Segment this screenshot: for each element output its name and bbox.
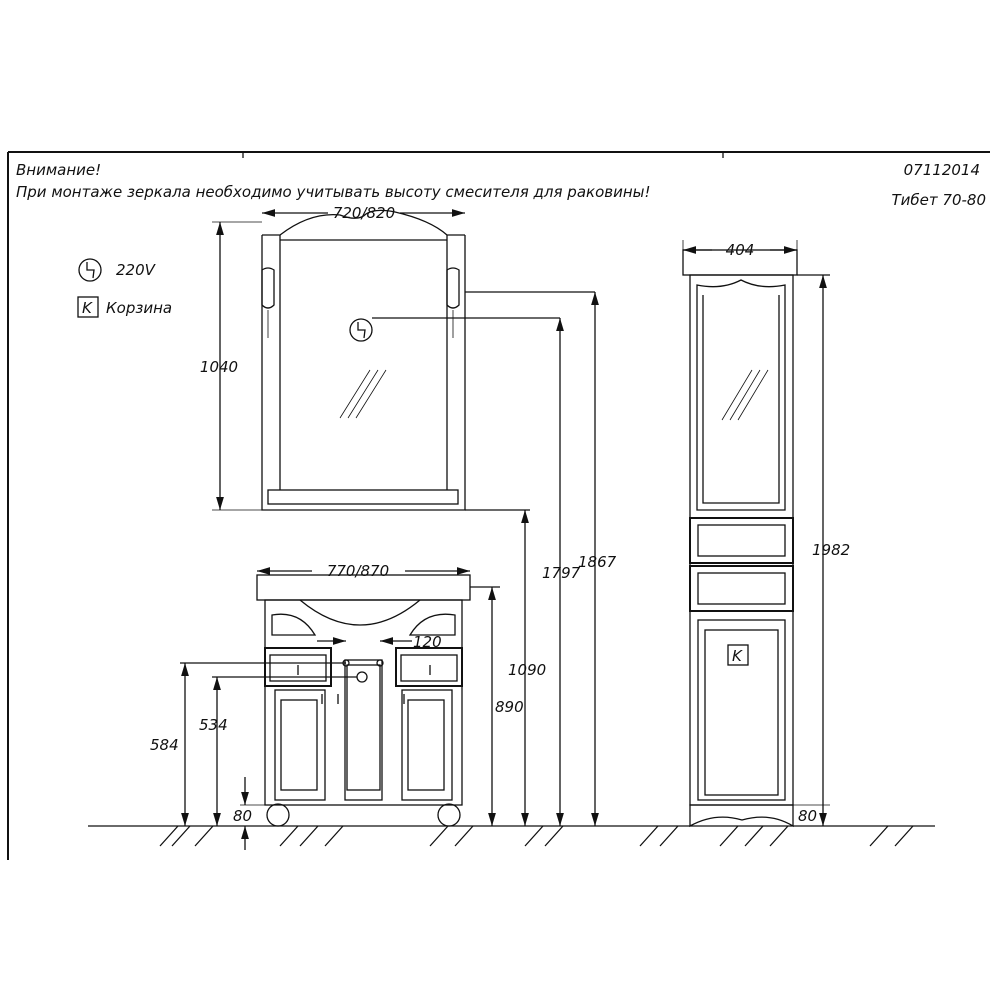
- drain-icon: [356, 671, 368, 683]
- dim-socket-height: 1797: [542, 564, 581, 582]
- column-cabinet: K: [682, 249, 798, 828]
- dim-mirror-height: 1040: [200, 358, 238, 376]
- dim-column-leg: 80: [798, 807, 817, 825]
- column-basket-symbol: K: [732, 647, 743, 665]
- dim-drain-offset: 120: [413, 633, 442, 651]
- dim-lamp-height: 1867: [578, 553, 617, 571]
- power-label: 220V: [116, 261, 157, 279]
- basket-symbol: K: [82, 299, 93, 317]
- wall-lamp-icon: [261, 267, 460, 309]
- dim-vanity-leg: 80: [233, 807, 252, 825]
- floor-line: [88, 825, 935, 847]
- vanity-unit: [256, 574, 471, 827]
- socket-marker-icon: [349, 317, 560, 342]
- dim-pipe-534: 534: [199, 716, 228, 734]
- dim-mirror-bottom: 1090: [508, 661, 546, 679]
- dim-column-height: 1982: [812, 541, 850, 559]
- dim-column-width: 404: [726, 241, 755, 259]
- mirror: [261, 209, 466, 511]
- dim-vanity-height: 890: [495, 698, 524, 716]
- dim-mirror-width: 720/820: [333, 204, 395, 222]
- dimension-lines: [180, 209, 830, 850]
- dim-vanity-width: 770/870: [327, 562, 389, 580]
- legend: 220V K Корзина: [77, 258, 172, 318]
- basket-label: Корзина: [106, 299, 172, 317]
- power-socket-icon: [78, 258, 102, 282]
- warning-title: Внимание!: [16, 161, 101, 179]
- warning-text: При монтаже зеркала необходимо учитывать…: [16, 183, 651, 201]
- model-name: Тибет 70-80: [892, 191, 986, 209]
- basket-icon: [77, 296, 99, 318]
- dim-pipe-584: 584: [150, 736, 179, 754]
- drawing-frame: [7, 151, 990, 860]
- document-number: 07112014: [904, 161, 980, 179]
